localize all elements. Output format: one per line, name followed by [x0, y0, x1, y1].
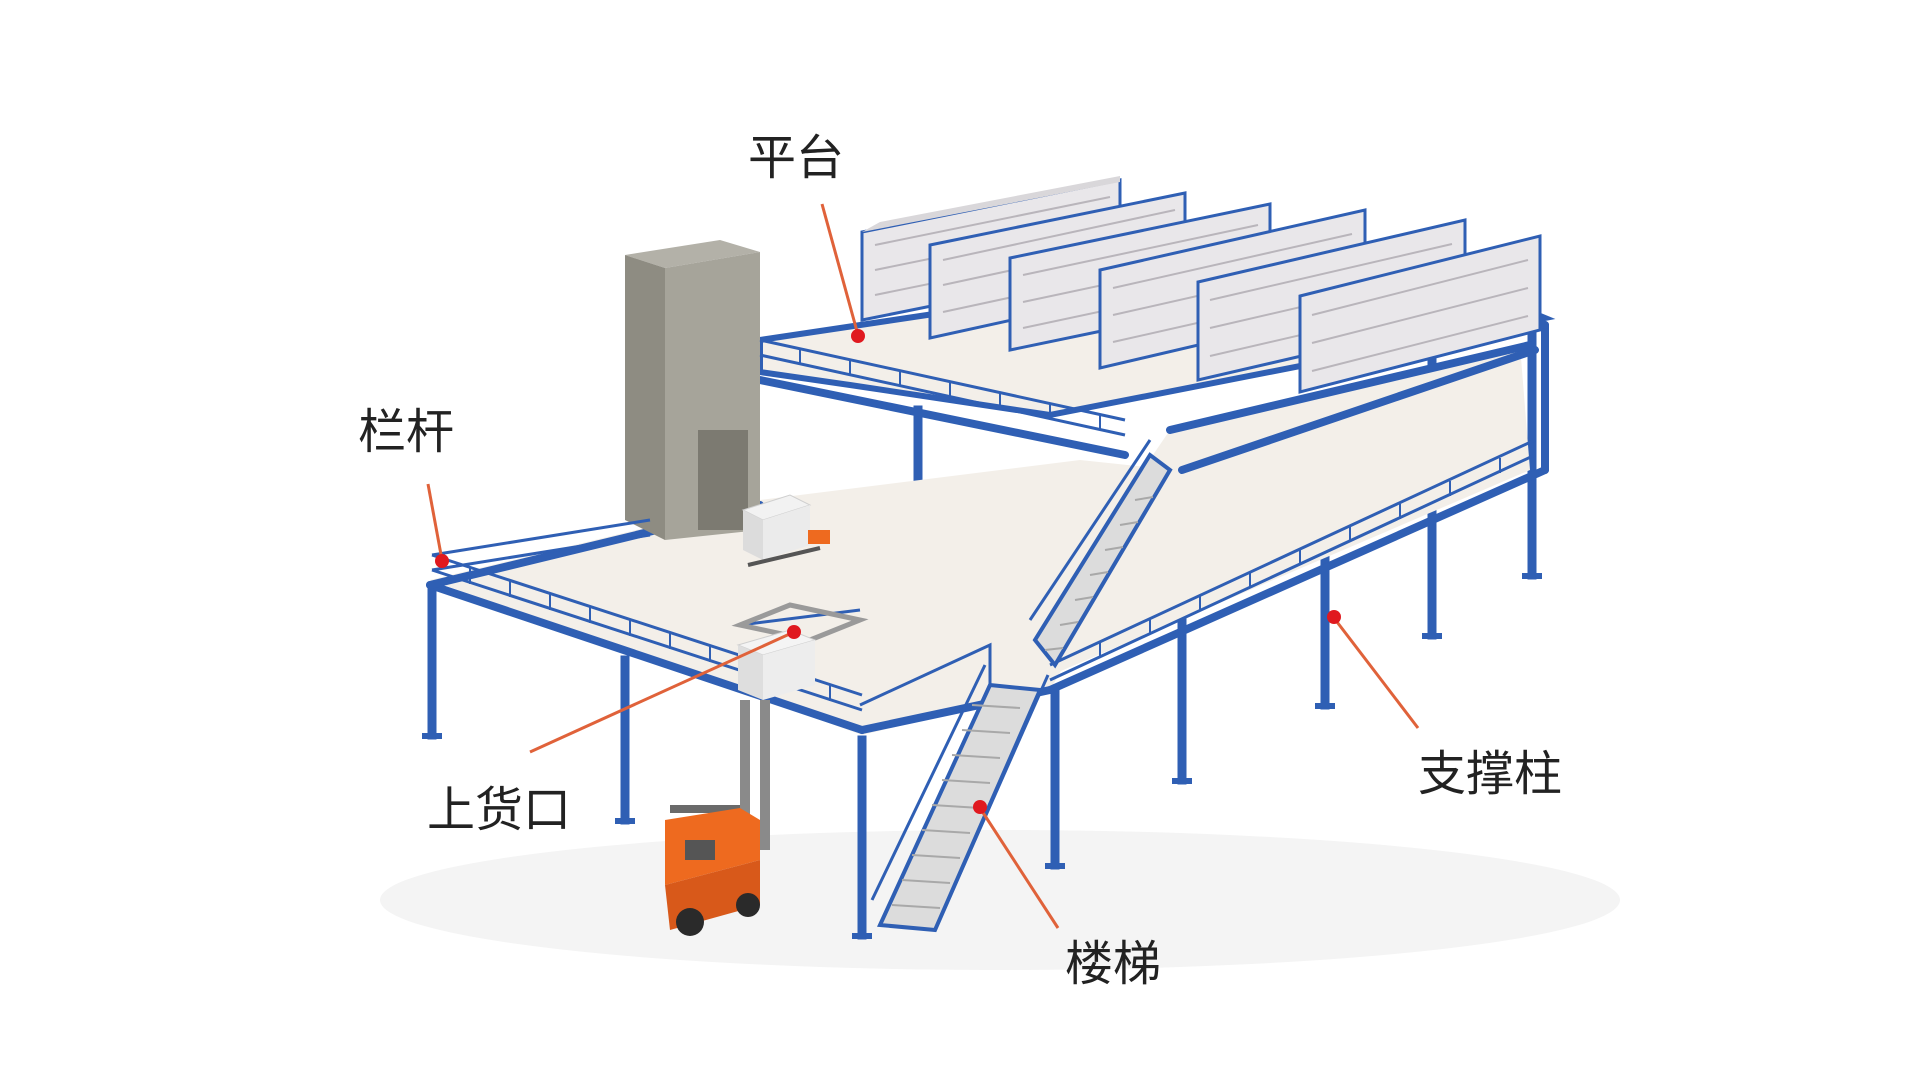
callout-dot-railing — [435, 554, 449, 568]
callout-lines — [426, 203, 1420, 929]
label-support-column: 支撑柱 — [1418, 746, 1563, 802]
rack-row — [1298, 234, 1542, 394]
forklift — [665, 700, 770, 936]
callout-dot-column — [1327, 610, 1341, 624]
label-railing: 栏杆 — [358, 404, 455, 460]
callout-line-stairs — [978, 807, 1060, 929]
elevator-door — [698, 430, 748, 530]
pallet-box-deck — [741, 494, 830, 567]
floor-shadow — [380, 830, 1620, 970]
callout-dot-stairs — [973, 800, 987, 814]
upper-stairs — [1028, 439, 1173, 669]
lower-stairs — [870, 664, 1050, 933]
callout-line-loading — [529, 630, 795, 754]
right-deck — [1040, 345, 1530, 680]
callout-line-railing — [426, 483, 444, 561]
railings — [431, 338, 1536, 712]
storage-racks — [860, 176, 1542, 394]
elevator-shaft — [625, 240, 760, 540]
label-loading-port: 上货口 — [427, 782, 572, 838]
callout-dots — [435, 329, 1341, 814]
callout-dot-loading — [787, 625, 801, 639]
label-stairs: 楼梯 — [1065, 936, 1162, 992]
label-platform: 平台 — [748, 130, 845, 186]
callout-line-platform — [820, 203, 860, 336]
callout-dot-platform — [851, 329, 865, 343]
callout-line-column — [1332, 617, 1420, 729]
